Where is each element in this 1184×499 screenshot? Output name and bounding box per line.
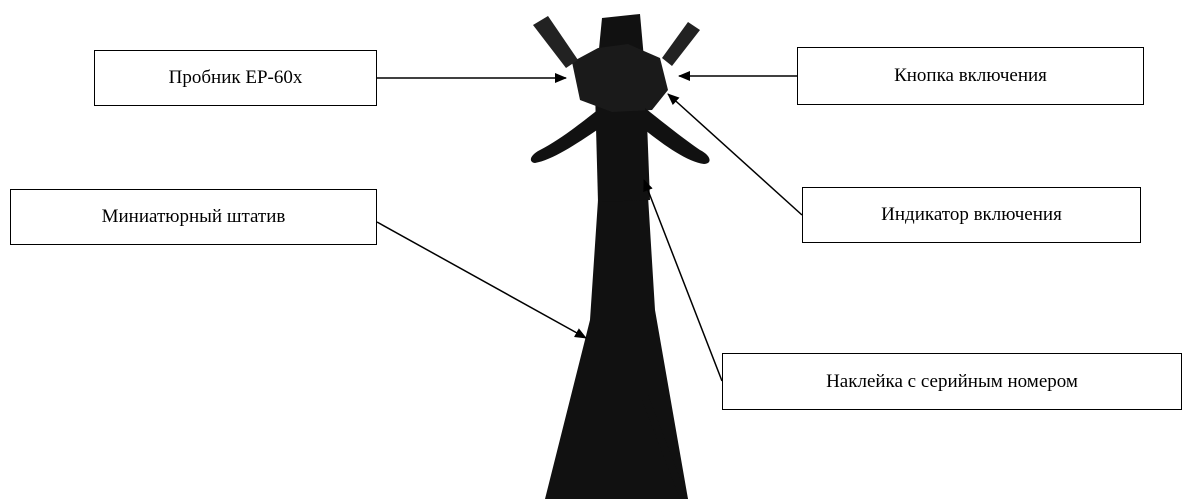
power-indicator-label-box: Индикатор включения [802, 187, 1141, 243]
power-indicator-label: Индикатор включения [881, 204, 1062, 225]
upper-right-arm [662, 22, 700, 66]
tripod-leg [642, 395, 688, 499]
mini-tripod-arrow [376, 221, 587, 339]
probe-label: Пробник EP-60x [168, 67, 303, 88]
upper-left-arm [533, 16, 578, 68]
lower-left-arm [530, 108, 600, 163]
lower-right-arm [645, 108, 710, 164]
serial-sticker-arrow [643, 179, 723, 382]
serial-sticker-label-box: Наклейка с серийным номером [722, 353, 1182, 410]
power-button-label-box: Кнопка включения [797, 47, 1144, 105]
probe-body [572, 14, 668, 202]
power-indicator-arrow [667, 93, 803, 216]
serial-sticker-label: Наклейка с серийным номером [826, 370, 1078, 392]
probe-label-box: Пробник EP-60x [94, 50, 377, 106]
mini-tripod-label-box: Миниатюрный штатив [10, 189, 377, 245]
mini-tripod-label: Миниатюрный штатив [101, 206, 286, 227]
power-button-label: Кнопка включения [894, 65, 1047, 86]
